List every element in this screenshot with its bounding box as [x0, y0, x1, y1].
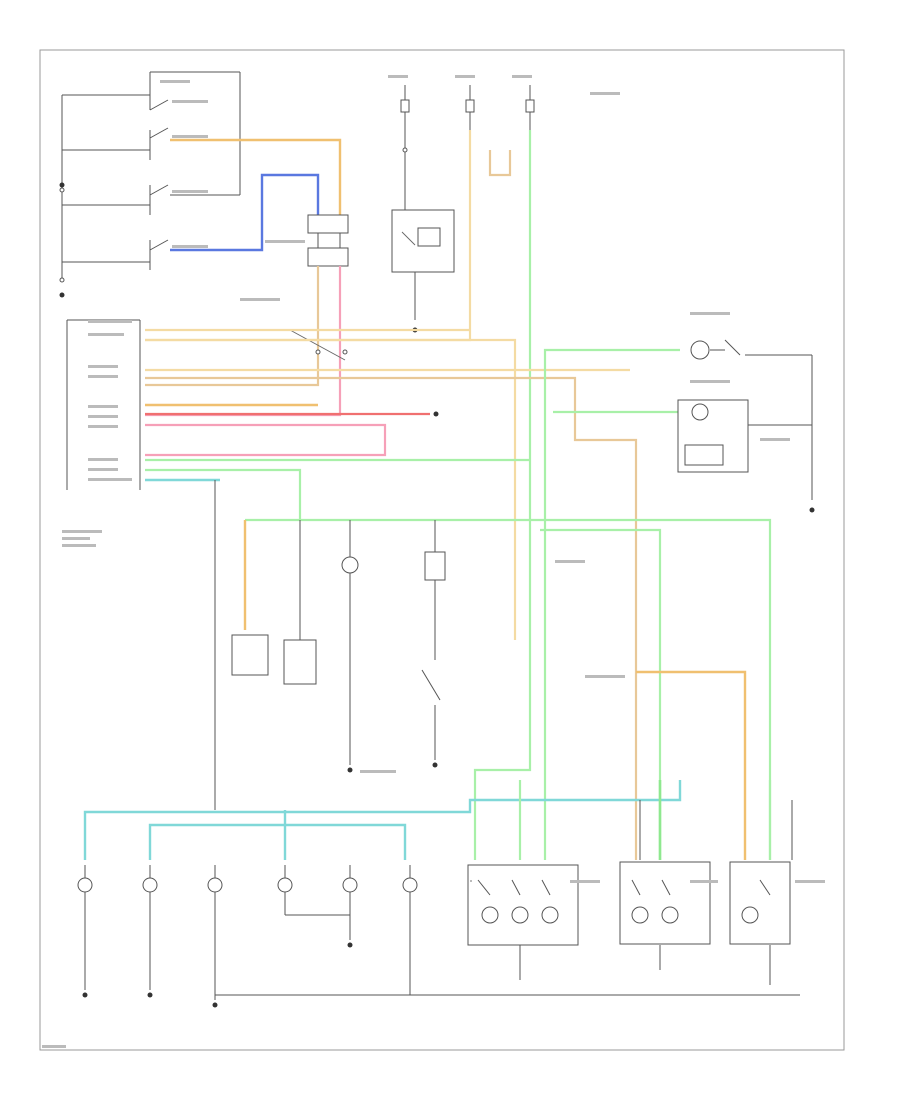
lamp-right-top: [690, 340, 710, 360]
door-switch-group: [59, 71, 241, 298]
wire-cyan-bottom: [83, 780, 682, 860]
wire-blue: [170, 173, 320, 252]
lamp-mid-a: [341, 556, 359, 574]
wire-green-bus-b: [540, 528, 662, 860]
wire-green-row9: [145, 468, 302, 520]
wire-pink-row7: [145, 423, 387, 457]
bottom-lamps: [77, 865, 418, 1008]
lamp-box-mid: [424, 551, 446, 581]
wire-orange-right: [636, 670, 747, 860]
wire-green-down-b: [473, 470, 532, 860]
bottom-right-switches: [215, 861, 800, 996]
diagram-frame: [39, 49, 845, 1051]
connector-block-lower: [307, 247, 349, 267]
wire-yellow-row2: [145, 338, 517, 640]
wire-tan-row4: [145, 376, 638, 860]
wire-green-right-top: [543, 348, 680, 520]
wire-tan-fuse-b: [488, 150, 512, 177]
module-box-mid: [231, 634, 269, 676]
fuse-group: [400, 85, 535, 210]
connector-block: [307, 214, 349, 234]
wire-orange-top: [170, 138, 342, 215]
wire-tan-dimmer: [145, 266, 320, 387]
label-marks: [42, 75, 825, 1048]
wire-cyan-bottom-b: [148, 823, 407, 860]
wire-green-bus: [245, 518, 772, 860]
